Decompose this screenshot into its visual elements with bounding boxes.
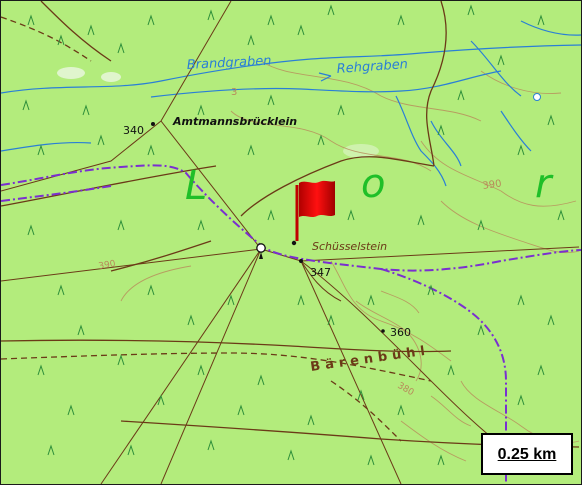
label-elevation-360: 360	[390, 326, 411, 339]
tree-symbol-icon	[22, 99, 30, 111]
tree-symbol-icon	[367, 294, 375, 306]
tree-symbol-icon	[37, 364, 45, 376]
pond-icon	[533, 93, 541, 101]
label-elevation-347: 347	[310, 266, 331, 279]
tree-symbol-icon	[197, 219, 205, 231]
tree-symbol-icon	[207, 9, 215, 21]
track-dashed	[1, 16, 432, 442]
tree-symbol-icon	[47, 444, 55, 456]
scale-bar: 0.25 km	[481, 433, 573, 475]
tree-symbol-icon	[117, 354, 125, 366]
region-letter-l: L	[185, 163, 207, 209]
tree-symbol-icon	[367, 454, 375, 466]
region-letter-r: r	[535, 161, 554, 207]
contour-lines	[120, 60, 580, 462]
tree-symbol-icon	[517, 144, 525, 156]
tree-symbol-icon	[117, 42, 125, 54]
tree-symbol-icon	[287, 449, 295, 461]
tree-symbol-icon	[347, 209, 355, 221]
tree-symbol-icon	[37, 144, 45, 156]
tree-symbol-icon	[27, 14, 35, 26]
tree-symbol-icon	[247, 34, 255, 46]
tree-symbol-icon	[247, 144, 255, 156]
tree-symbol-icon	[87, 24, 95, 36]
tree-symbol-icon	[297, 24, 305, 36]
tree-symbol-icon	[147, 14, 155, 26]
tree-symbol-icon	[57, 284, 65, 296]
tree-symbol-icon	[397, 404, 405, 416]
tree-symbol-icon	[117, 219, 125, 231]
tree-symbol-icon	[547, 314, 555, 326]
tree-symbol-icon	[267, 209, 275, 221]
tree-symbol-icon	[327, 4, 335, 16]
tree-symbol-icon	[147, 144, 155, 156]
tracks	[1, 1, 580, 448]
tree-symbol-icon	[297, 294, 305, 306]
tree-symbol-icon	[267, 94, 275, 106]
label-contour-390: 390	[482, 178, 502, 192]
tree-symbol-icon	[537, 14, 545, 26]
tree-symbol-icon	[327, 314, 335, 326]
tree-symbol-icon	[447, 364, 455, 376]
tree-symbol-icon	[127, 444, 135, 456]
tree-symbol-icon	[267, 14, 275, 26]
tree-symbol-icon	[227, 294, 235, 306]
tree-symbol-icon	[517, 394, 525, 406]
tree-symbol-icon	[147, 284, 155, 296]
tree-symbol-icon	[537, 364, 545, 376]
tree-symbol-icon	[317, 134, 325, 146]
tree-symbol-icon	[157, 394, 165, 406]
tree-symbol-icon	[477, 219, 485, 231]
tree-symbol-icon	[337, 104, 345, 116]
tree-symbol-icon	[207, 439, 215, 451]
label-schuesselstein: Schüsselstein	[312, 240, 387, 253]
label-rehgraben: Rehgraben	[336, 57, 408, 77]
label-amtmannsbruecklein: Amtmannsbrücklein	[172, 115, 297, 128]
waymark-icon	[256, 243, 266, 259]
tree-symbol-icon	[557, 209, 565, 221]
tree-symbol-icon	[197, 104, 205, 116]
forest-symbols	[22, 4, 565, 466]
tree-symbol-icon	[457, 89, 465, 101]
tree-symbol-icon	[397, 14, 405, 26]
region-letter-o: o	[361, 161, 385, 207]
tree-symbol-icon	[97, 134, 105, 146]
tree-symbol-icon	[77, 324, 85, 336]
label-elevation-340: 340	[123, 124, 144, 137]
clearings	[57, 67, 379, 158]
tree-symbol-icon	[257, 374, 265, 386]
streams	[1, 20, 581, 187]
scale-label: 0.25 km	[497, 446, 557, 463]
spot-points	[151, 122, 385, 333]
red-flag-icon[interactable]	[295, 180, 335, 241]
tree-symbol-icon	[307, 414, 315, 426]
tree-symbol-icon	[82, 104, 90, 116]
label-contour-390b: 390	[98, 259, 117, 272]
tree-symbol-icon	[417, 214, 425, 226]
tree-symbol-icon	[547, 114, 555, 126]
label-brandgraben: Brandgraben	[186, 54, 271, 73]
tree-symbol-icon	[57, 34, 65, 46]
label-contour-3: 3	[231, 87, 237, 98]
tree-symbol-icon	[27, 224, 35, 236]
tree-symbol-icon	[197, 364, 205, 376]
tree-symbol-icon	[497, 54, 505, 66]
tree-symbol-icon	[437, 124, 445, 136]
region-lettering: L o r	[185, 161, 554, 209]
tree-symbol-icon	[517, 294, 525, 306]
tree-symbol-icon	[237, 404, 245, 416]
label-contour-380: 380	[396, 381, 416, 398]
tree-symbol-icon	[427, 284, 435, 296]
tree-symbol-icon	[467, 4, 475, 16]
tree-symbol-icon	[187, 314, 195, 326]
tree-symbol-icon	[67, 404, 75, 416]
tree-symbol-icon	[477, 324, 485, 336]
tree-symbol-icon	[357, 389, 365, 401]
tree-symbol-icon	[437, 454, 445, 466]
